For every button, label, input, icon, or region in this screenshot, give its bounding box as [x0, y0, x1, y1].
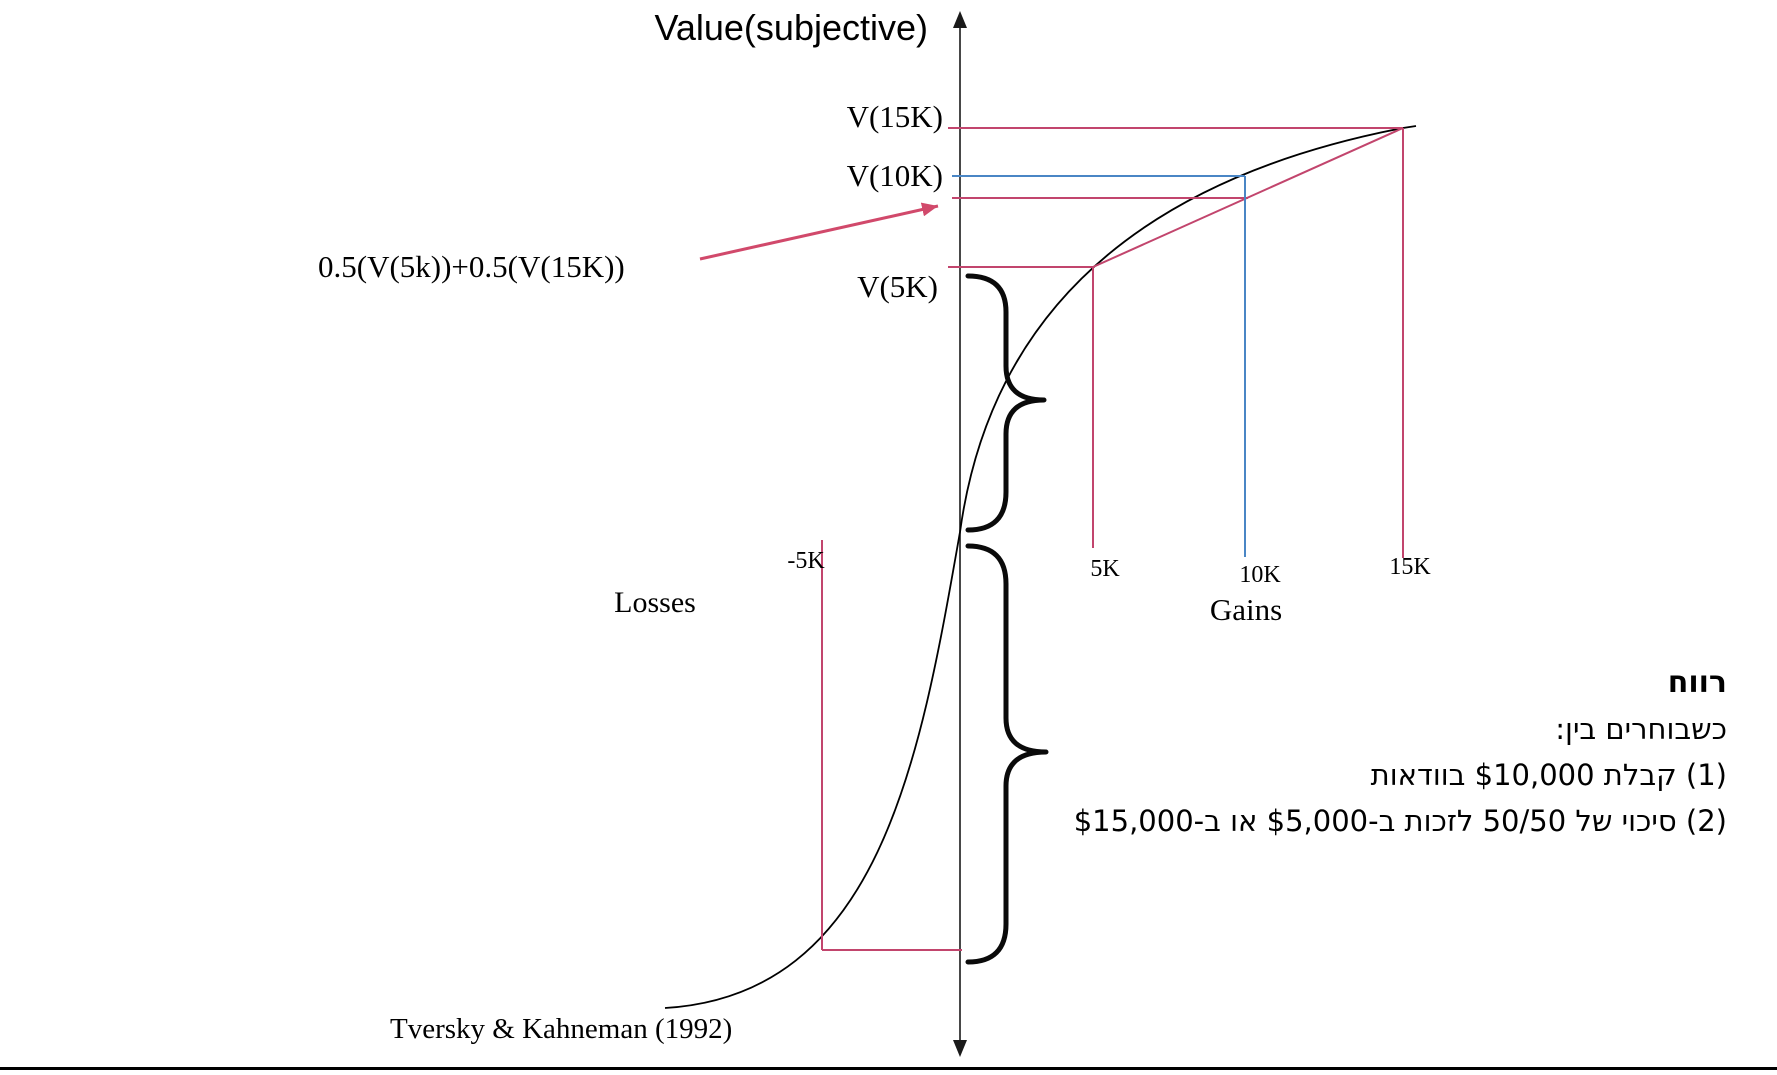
label-v5k: V(5K) [857, 269, 938, 304]
expected-value-arrow [699, 202, 939, 261]
slide-bottom-border [0, 1067, 1777, 1070]
value-curve [664, 125, 1417, 1009]
note-title: רווח [1667, 665, 1727, 700]
loss-value-brace [965, 543, 1049, 965]
hebrew-note: רווח כשבוחרים בין: (1) קבלת $10,000 בווד… [1074, 660, 1727, 844]
axis-title: Value(subjective) [655, 7, 928, 48]
label-v10k: V(10K) [847, 158, 943, 193]
tick-minus5k: -5K [787, 548, 825, 574]
citation: Tversky & Kahneman (1992) [390, 1013, 732, 1045]
tick-15k: 15K [1389, 554, 1431, 580]
label-expected-value: 0.5(V(5k))+0.5(V(15K)) [318, 249, 625, 284]
label-gains: Gains [1210, 592, 1282, 627]
label-losses: Losses [614, 586, 696, 619]
note-line-option2: (2) סיכוי של 50/50 לזכות ב-$5,000 או ב-$… [1073, 804, 1727, 838]
note-line-option1: (1) קבלת $10,000 בוודאות [1370, 758, 1727, 792]
axis-arrow-down-icon [953, 1040, 967, 1057]
tick-10k: 10K [1239, 562, 1281, 588]
note-line-choice: כשבוחרים בין: [1555, 712, 1727, 746]
label-v15k: V(15K) [847, 99, 943, 134]
gain-value-brace [965, 273, 1047, 533]
axis-arrow-up-icon [953, 11, 967, 28]
tick-5k: 5K [1090, 556, 1120, 582]
